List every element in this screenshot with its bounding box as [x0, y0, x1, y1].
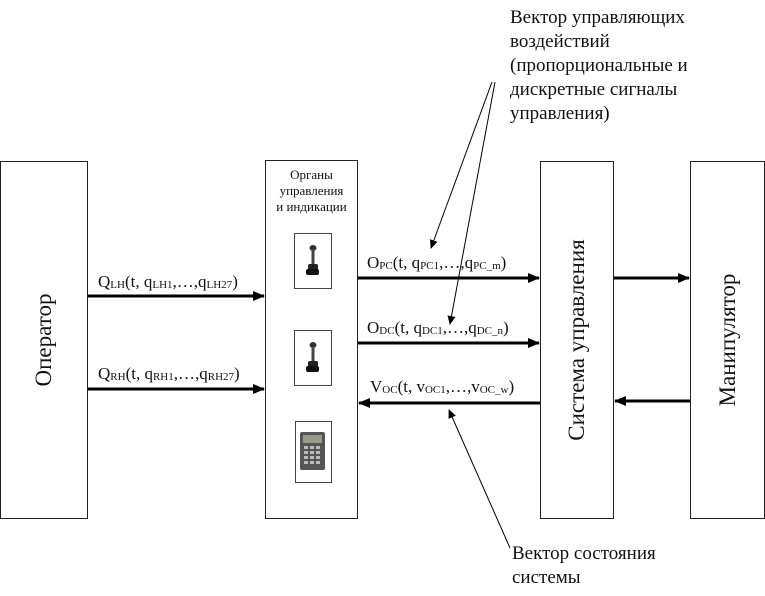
- signal-q-lh-label: QLH(t, qLH1,…,qLH27): [98, 272, 238, 291]
- state-vector-annotation: Вектор состояния системы: [512, 543, 656, 588]
- pointer-control-vector-pc: [430, 81, 493, 249]
- joystick-right-device: [294, 330, 332, 386]
- controls-title: Органы управления и индикации: [276, 167, 347, 214]
- controls-block: Органы управления и индикации: [265, 160, 358, 519]
- pointer-state-vector: [448, 409, 511, 549]
- joystick-left-device: [294, 233, 332, 289]
- joystick-icon: [306, 245, 319, 275]
- keypad-terminal-icon: [300, 432, 325, 470]
- control-system-block: Система управления: [540, 161, 614, 519]
- signal-q-rh-label: QRH(t, qRH1,…,qRH27): [98, 364, 240, 383]
- signal-o-dc-label: ODC(t, qDC1,…,qDC_n): [367, 318, 509, 337]
- operator-block: Оператор: [0, 161, 88, 519]
- signal-v-oc-label: VOC(t, vOC1,…,vOC_w): [370, 377, 515, 396]
- manipulator-block: Манипулятор: [690, 161, 765, 519]
- control-panel-device: [295, 421, 332, 483]
- signal-o-pc-label: OPC(t, qPC1,…,qPC_m): [367, 253, 507, 272]
- pointer-control-vector-dc: [447, 81, 496, 325]
- joystick-icon: [306, 342, 319, 372]
- control-vector-annotation: Вектор управляющих воздействий (пропорци…: [510, 7, 688, 124]
